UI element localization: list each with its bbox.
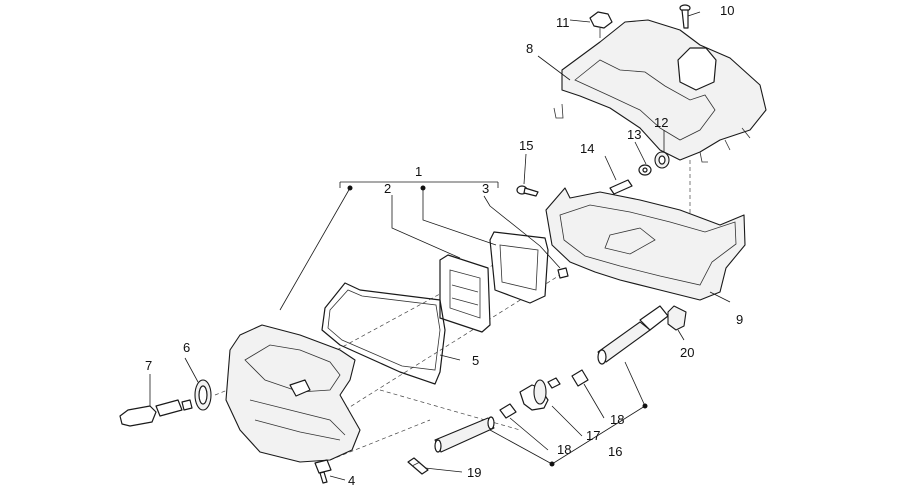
cap-part [667,305,687,331]
callout-5: 5 [472,353,479,368]
callout-6: 6 [183,340,190,355]
callout-12: 12 [654,115,668,130]
leader-lines [149,11,731,481]
callout-9: 9 [736,312,743,327]
callout-18-upper: 18 [610,412,624,427]
breather-knob-part [589,11,613,38]
plate-part-3 [489,231,569,304]
callout-14: 14 [580,141,594,156]
seal-ring-part [194,379,212,411]
callout-8: 8 [526,41,533,56]
valve-part [519,377,561,411]
grommet-part [654,151,670,169]
callout-19: 19 [467,465,481,480]
callout-1: 1 [415,164,422,179]
clamp-part-b [571,369,589,387]
reference-dots [347,185,648,467]
callout-4: 4 [348,473,355,487]
callout-2: 2 [384,181,391,196]
callout-10: 10 [720,3,734,18]
spark-plug-part [119,399,193,427]
lower-cover-part [545,187,746,301]
dot-16a [642,403,648,409]
callout-16: 16 [608,444,622,459]
washer-part [638,164,652,176]
hose-lower-part [434,416,495,453]
callout-15: 15 [519,138,533,153]
callout-17: 17 [586,428,600,443]
hose-upper-part [597,305,669,365]
dot-1a [347,185,353,191]
callout-11: 11 [556,15,570,30]
callout-13: 13 [627,127,641,142]
dot-16b [549,461,555,467]
gasket-part [321,282,446,385]
callout-7: 7 [145,358,152,373]
callout-20: 20 [680,345,694,360]
head-cover-part [225,324,361,463]
baffle-part-2 [439,254,491,333]
screw-part-15 [516,185,539,197]
callout-labels: 1 2 3 4 5 6 7 8 9 10 11 12 13 14 15 16 1… [145,3,743,487]
clamp-part-a [499,403,517,419]
clip-part [407,457,429,475]
bolt-part-14 [609,179,633,195]
callout-3: 3 [482,181,489,196]
upper-cover-part [553,19,767,163]
callout-18-lower: 18 [557,442,571,457]
dot-1b [420,185,426,191]
screw-part-10 [679,4,691,29]
bolt-part-4 [314,459,332,484]
